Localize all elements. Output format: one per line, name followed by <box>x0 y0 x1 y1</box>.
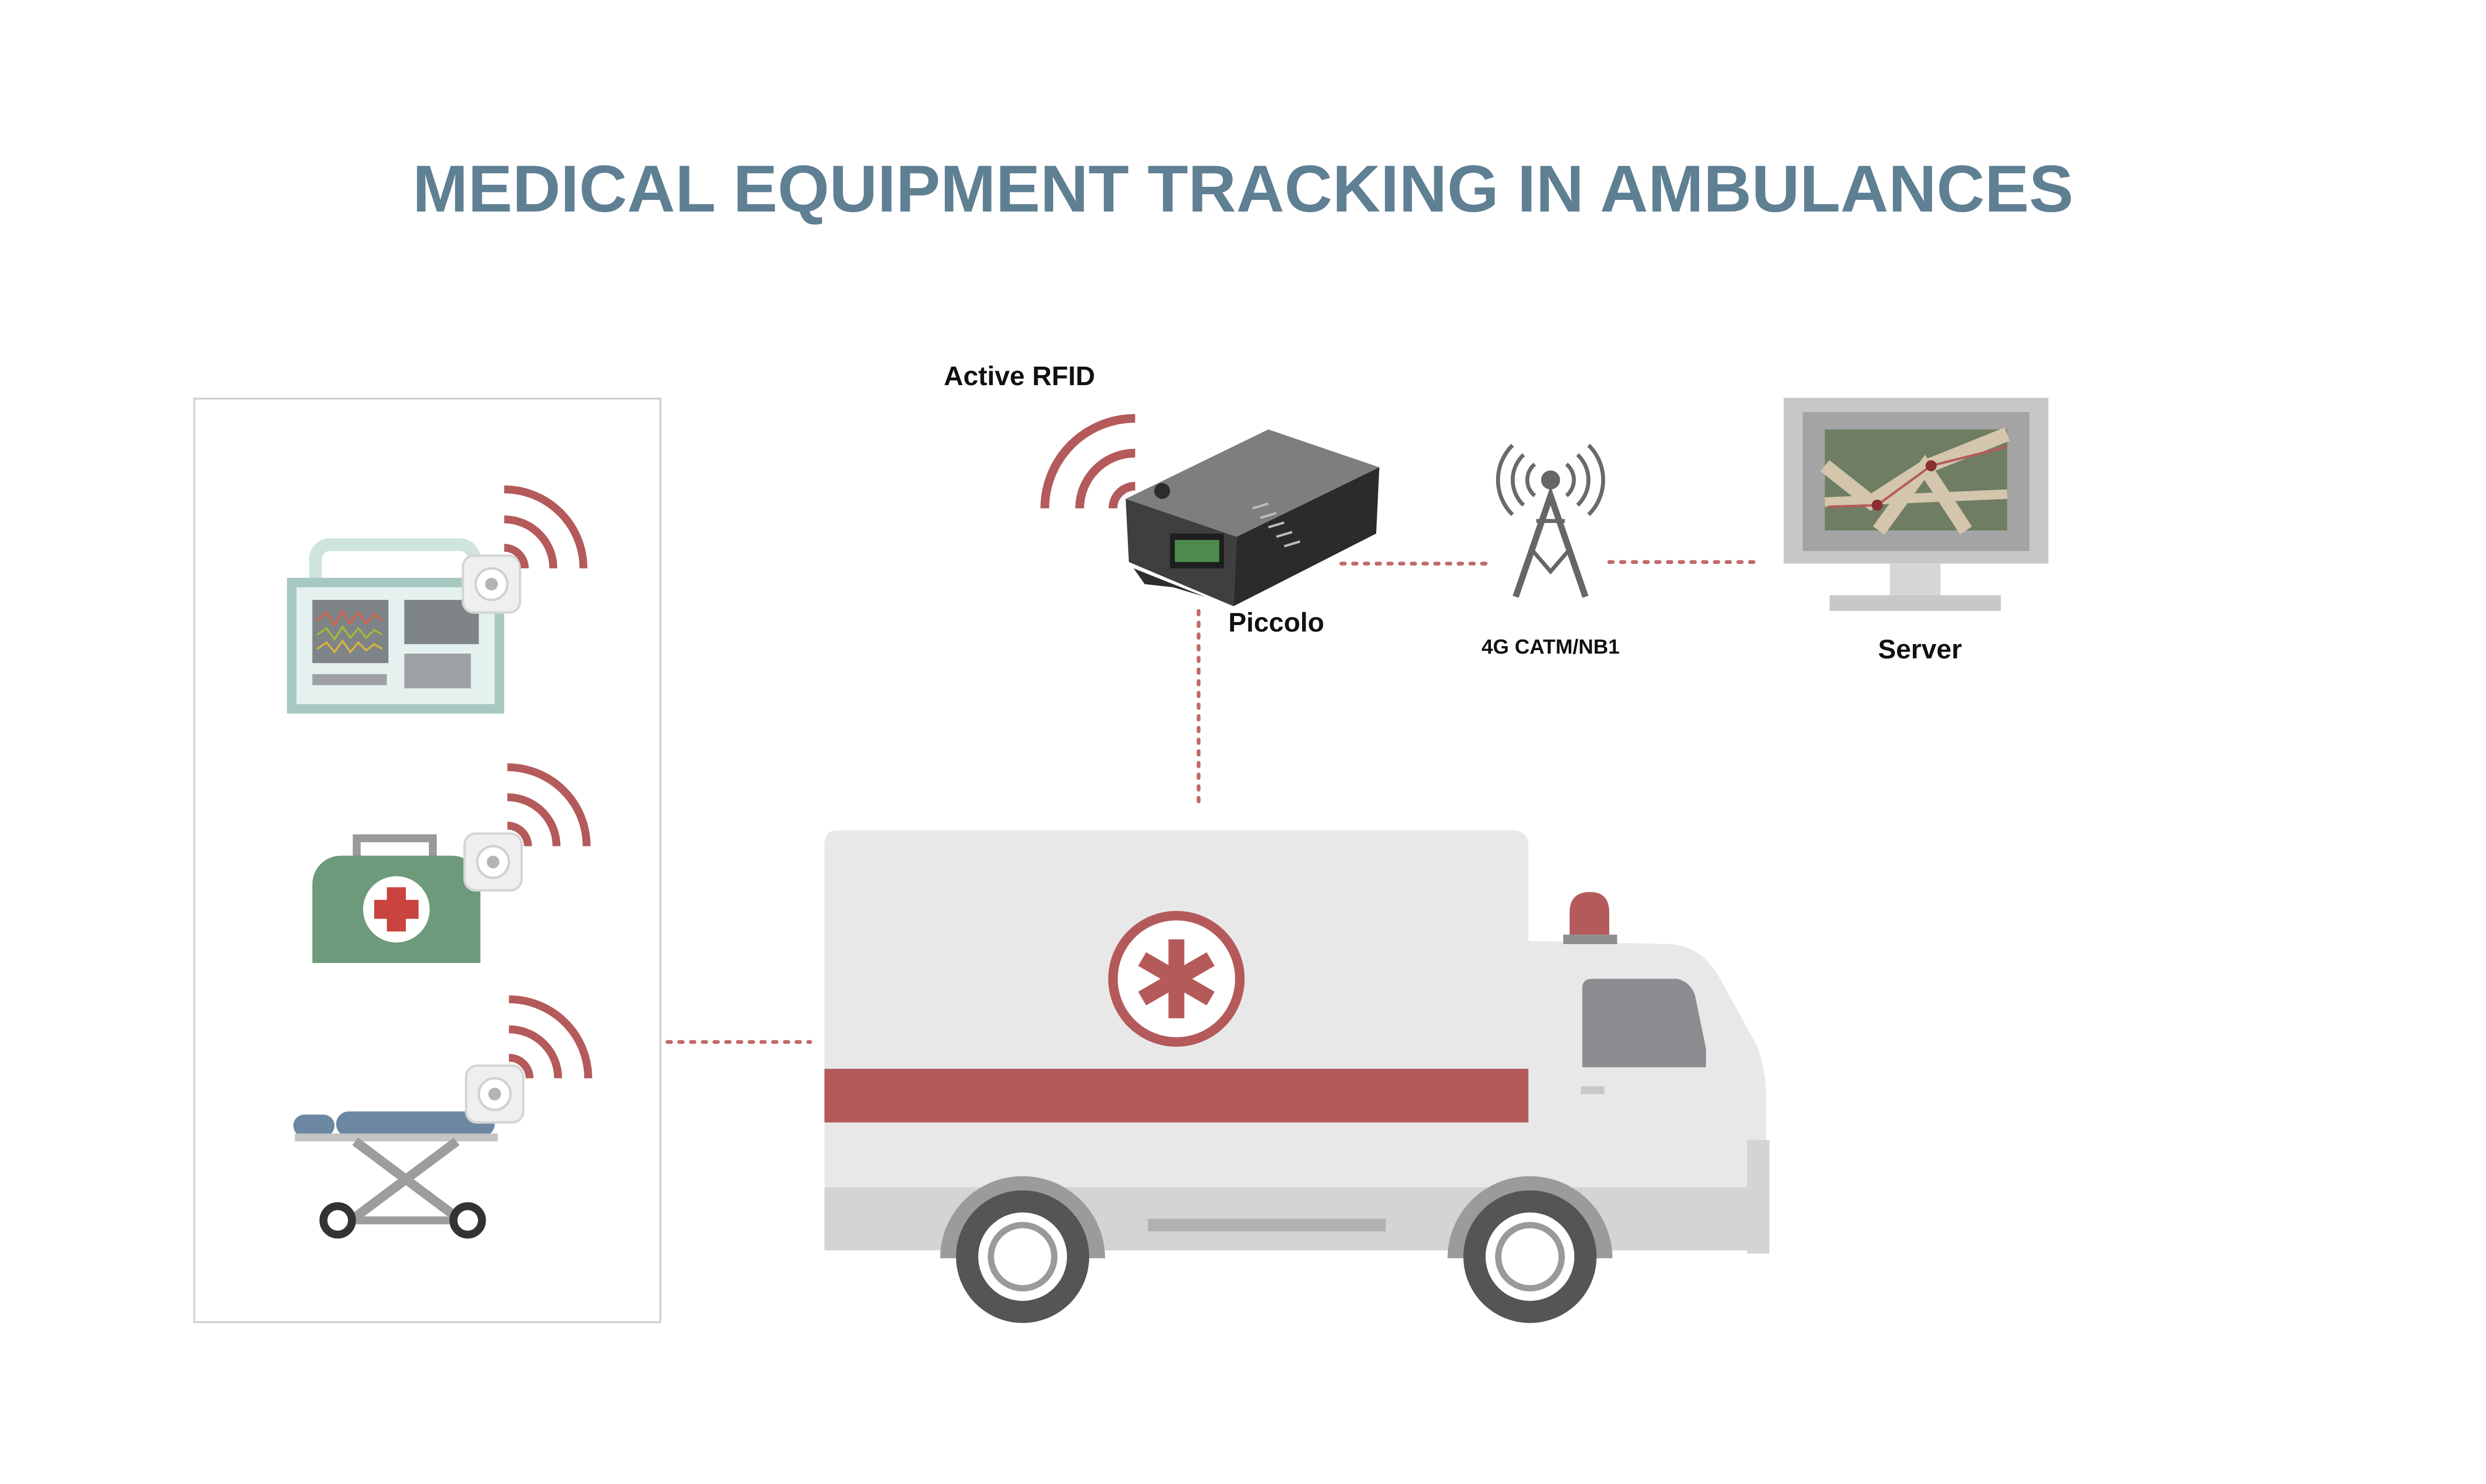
network-label: 4G CATM/NB1 <box>1481 635 1620 658</box>
first-aid-kit-icon <box>312 834 480 963</box>
server-monitor-icon <box>1784 398 2049 611</box>
rfid-tag-icon <box>463 832 523 892</box>
piccolo-gateway-icon <box>1125 429 1380 607</box>
patient-monitor-icon <box>287 538 505 714</box>
server-label: Server <box>1878 635 1962 665</box>
stretcher-icon <box>293 1111 498 1239</box>
signal-waves-icon <box>509 995 592 1079</box>
page-title: MEDICAL EQUIPMENT TRACKING IN AMBULANCES <box>412 152 2073 226</box>
rfid-signal-waves-icon <box>1040 414 1136 509</box>
gateway-label: Piccolo <box>1228 608 1324 638</box>
rfid-label: Active RFID <box>944 361 1095 391</box>
rfid-tag-icon <box>461 554 522 614</box>
cell-tower-icon <box>1496 444 1605 598</box>
rfid-tag-icon <box>465 1064 525 1124</box>
ambulance-icon <box>824 830 1770 1323</box>
signal-waves-icon <box>507 763 591 846</box>
signal-waves-icon <box>504 485 588 569</box>
